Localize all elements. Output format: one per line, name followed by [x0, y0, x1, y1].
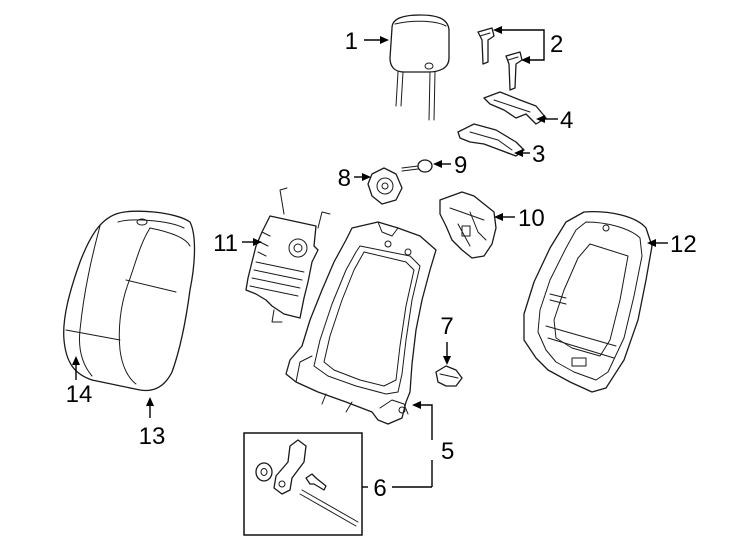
callout-1: 1	[345, 28, 358, 55]
trim-panel-part	[483, 91, 547, 125]
bracket-part	[457, 123, 525, 157]
seat-back-cover-part	[63, 210, 196, 392]
callout-5: 5	[441, 438, 454, 465]
callout-10: 10	[518, 205, 545, 232]
callout-6: 6	[373, 475, 386, 502]
clip-part	[435, 365, 463, 387]
callout-3: 3	[532, 141, 545, 168]
callout-2: 2	[550, 31, 563, 58]
recliner-housing-part	[439, 191, 497, 259]
callout-4: 4	[560, 107, 573, 134]
callout-9: 9	[454, 152, 467, 179]
callout-8: 8	[338, 165, 351, 192]
lumbar-support-part	[245, 187, 331, 323]
callout-7: 7	[440, 313, 453, 340]
callout-labels: 1 2 3 4 5 6 7 8 9 10 11 12 13 14	[66, 28, 697, 502]
callout-13: 13	[139, 423, 166, 450]
callout-11: 11	[213, 230, 238, 257]
seat-back-frame-part	[285, 221, 437, 425]
rear-trim-panel-part	[523, 210, 653, 393]
callout-12: 12	[670, 231, 697, 258]
bolt-part	[401, 159, 433, 173]
adjuster-part	[367, 167, 403, 205]
headrest-part	[389, 14, 450, 121]
hardware-kit-parts	[255, 439, 359, 527]
callout-14: 14	[66, 381, 93, 408]
headrest-guide-part	[477, 27, 523, 91]
hardware-kit-box	[243, 432, 363, 536]
callout-leaders	[72, 26, 668, 488]
